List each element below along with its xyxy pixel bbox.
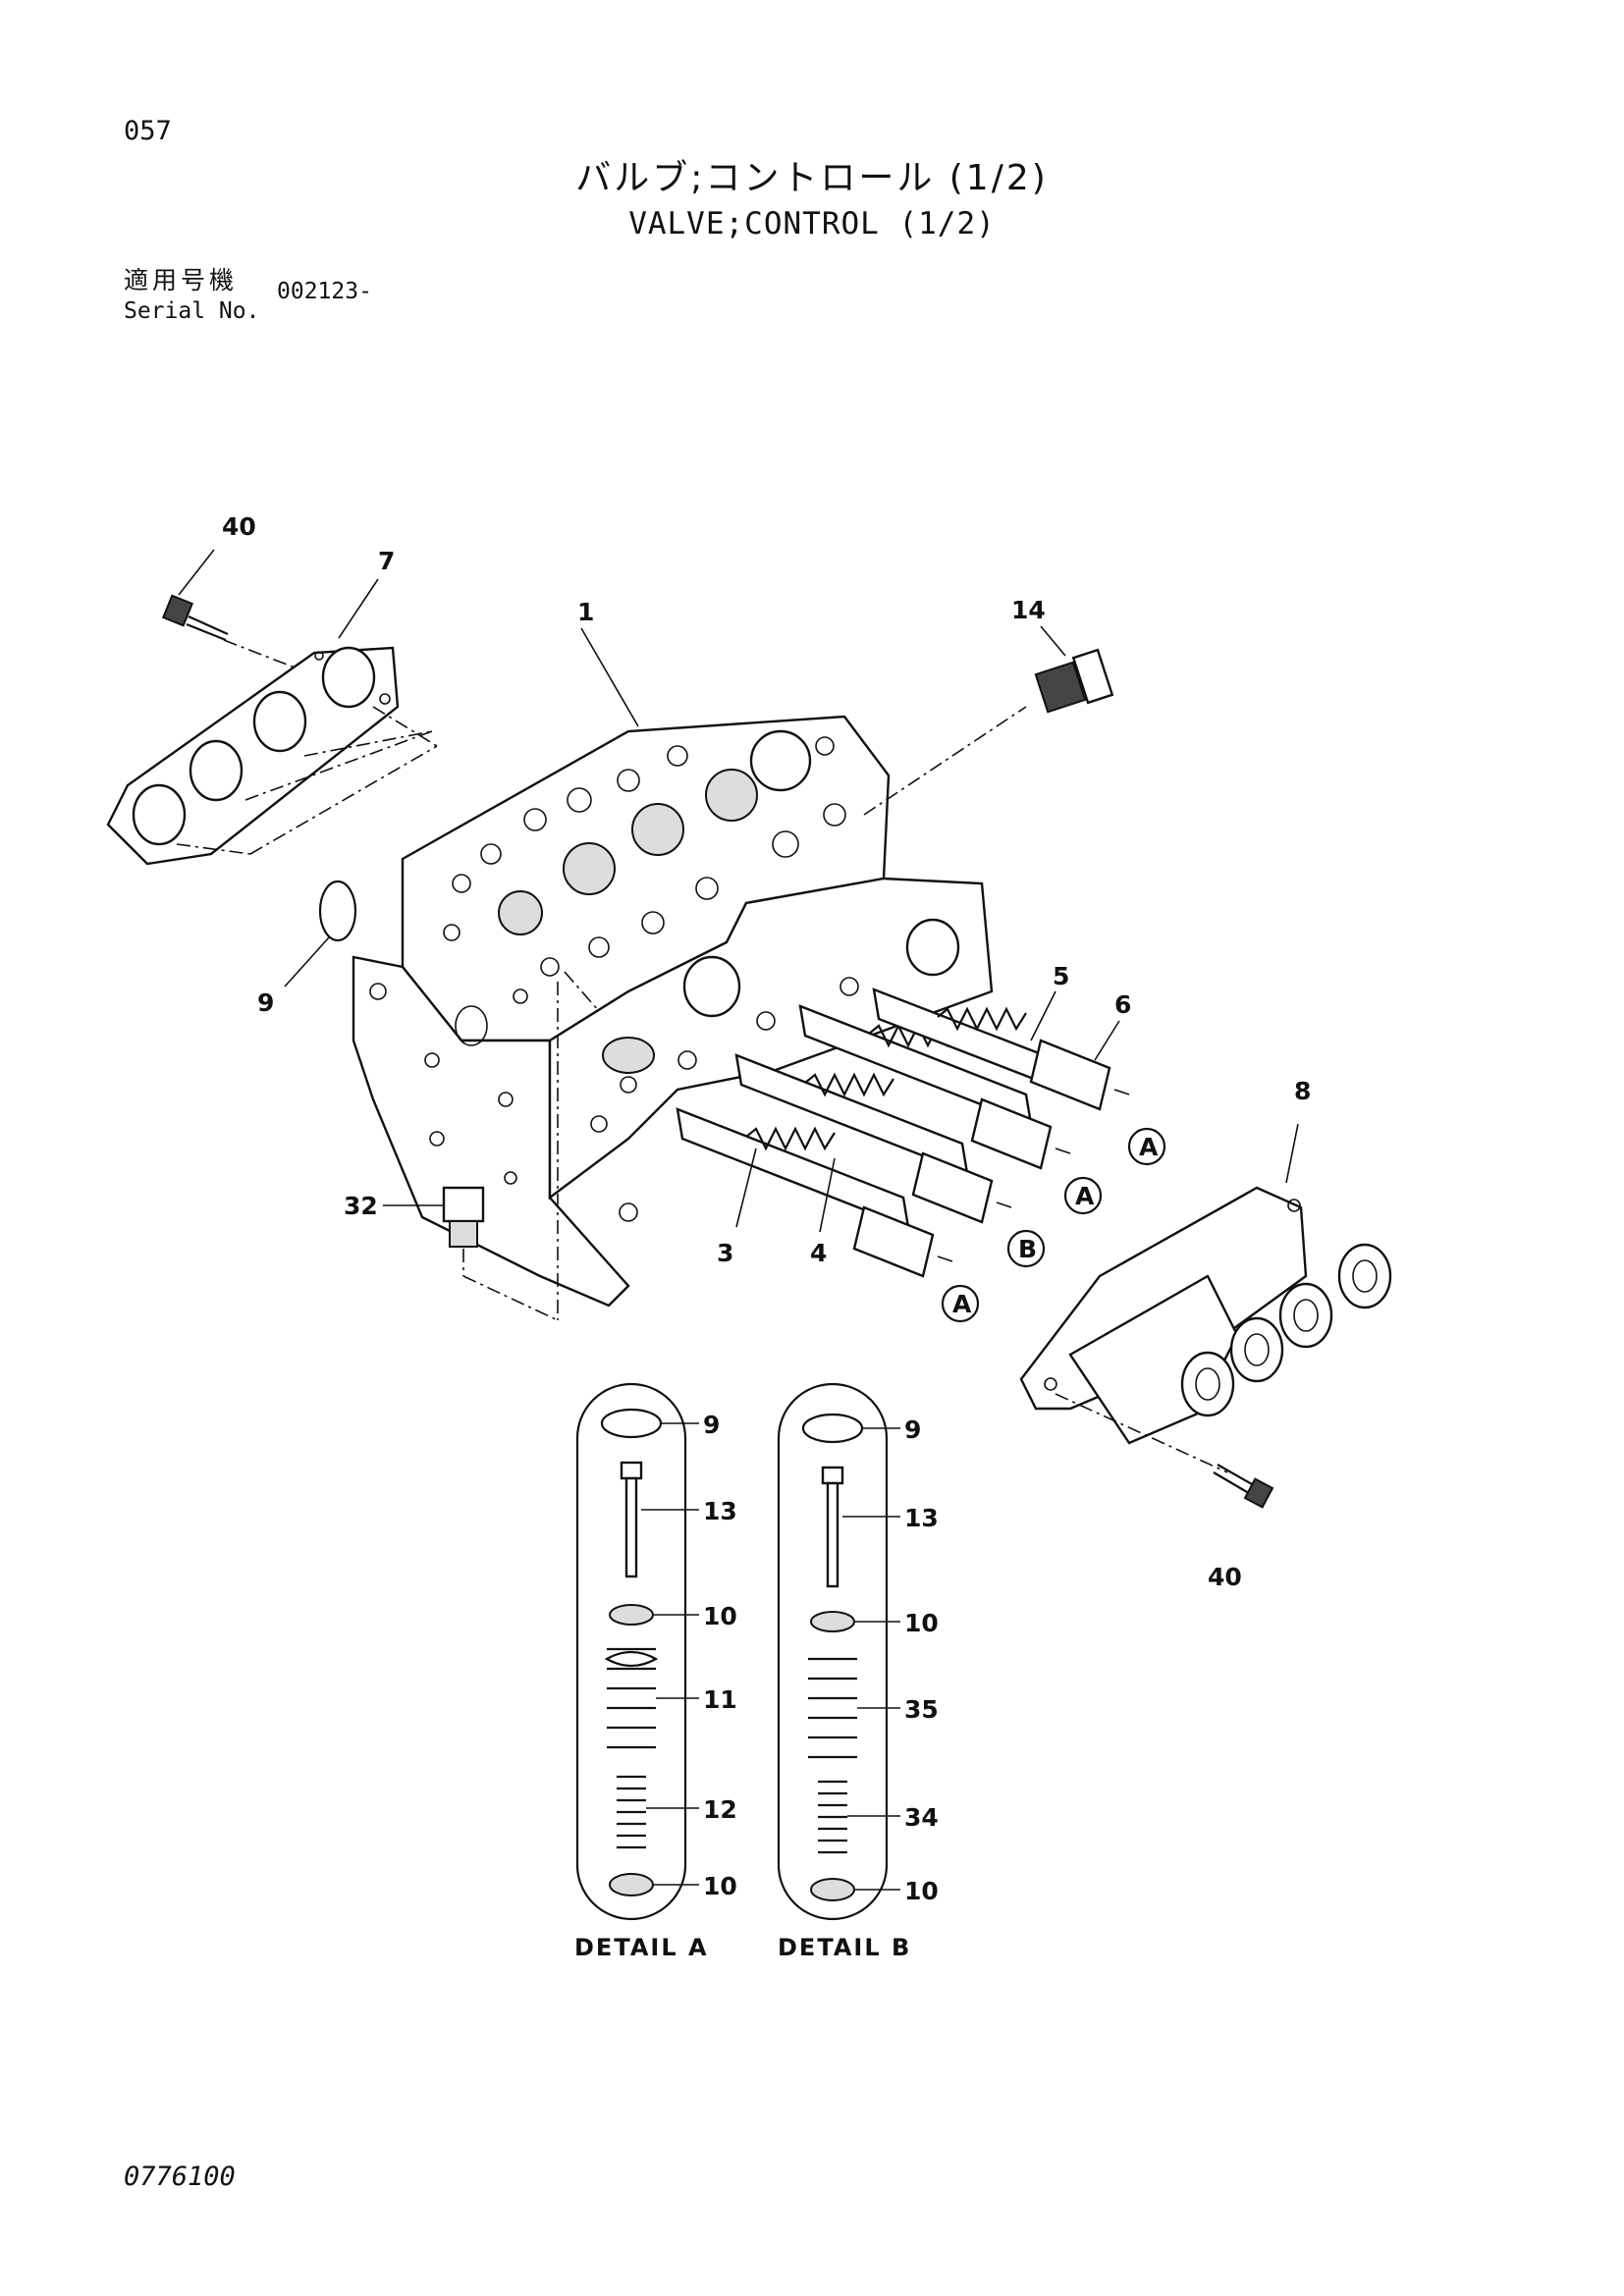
callout-14: 14 bbox=[1011, 596, 1046, 624]
detail-a-item-10-upper: 10 bbox=[703, 1602, 737, 1630]
callout-7: 7 bbox=[378, 547, 395, 575]
serial-label-japanese: 適用号機 bbox=[124, 266, 239, 294]
bolt-40-upper bbox=[162, 594, 229, 642]
detail-b-item-13: 13 bbox=[904, 1504, 939, 1532]
detail-a-title: DETAIL A bbox=[574, 1934, 709, 1961]
callout-40-lower: 40 bbox=[1208, 1563, 1242, 1591]
marker-a-1 bbox=[1127, 1127, 1166, 1166]
detail-a-item-10-lower: 10 bbox=[703, 1872, 737, 1900]
valve-body-1 bbox=[352, 715, 994, 1308]
detail-b-item-34: 34 bbox=[904, 1803, 939, 1832]
serial-label-english: Serial No. bbox=[124, 298, 260, 324]
bolt-40-lower bbox=[1213, 1464, 1274, 1509]
callout-9: 9 bbox=[257, 988, 274, 1017]
detail-a-item-13: 13 bbox=[703, 1497, 737, 1525]
detail-a: 9 13 10 11 12 10 DETAIL A bbox=[574, 1382, 737, 1961]
callout-40-upper: 40 bbox=[222, 512, 256, 541]
marker-a-2 bbox=[1063, 1176, 1103, 1215]
detail-a-item-12: 12 bbox=[703, 1795, 737, 1824]
marker-b-1 bbox=[1006, 1229, 1046, 1268]
page-number: 057 bbox=[124, 116, 172, 146]
cap-6-row bbox=[852, 1039, 1111, 1278]
marker-a-3 bbox=[941, 1284, 980, 1323]
callout-6: 6 bbox=[1114, 990, 1131, 1019]
callout-3: 3 bbox=[717, 1239, 733, 1267]
detail-b-item-35: 35 bbox=[904, 1695, 939, 1724]
callout-4: 4 bbox=[810, 1239, 827, 1267]
detail-b-item-10-lower: 10 bbox=[904, 1877, 939, 1905]
manifold-cover-7 bbox=[106, 646, 400, 866]
detail-a-item-11: 11 bbox=[703, 1685, 737, 1714]
callout-8: 8 bbox=[1294, 1077, 1311, 1105]
callout-5: 5 bbox=[1053, 962, 1069, 990]
fitting-32 bbox=[442, 1186, 485, 1248]
o-ring-9 bbox=[318, 880, 357, 942]
callout-32: 32 bbox=[344, 1192, 378, 1220]
marker-a-3-label: A bbox=[952, 1290, 972, 1318]
cover-8 bbox=[1019, 1186, 1392, 1445]
title-english: VALVE;CONTROL (1/2) bbox=[628, 206, 996, 241]
marker-b-1-label: B bbox=[1018, 1235, 1037, 1263]
marker-a-1-label: A bbox=[1139, 1133, 1159, 1161]
document-code: 0776100 bbox=[124, 2162, 236, 2192]
title-japanese: バルブ;コントロール (1/2) bbox=[575, 158, 1049, 198]
detail-b-item-10-upper: 10 bbox=[904, 1609, 939, 1637]
plug-14 bbox=[1034, 648, 1114, 714]
callout-1: 1 bbox=[577, 598, 594, 626]
detail-a-item-9: 9 bbox=[703, 1411, 720, 1439]
marker-a-2-label: A bbox=[1075, 1182, 1095, 1210]
detail-b: 9 13 10 35 34 10 DETAIL B bbox=[777, 1382, 939, 1961]
detail-b-title: DETAIL B bbox=[778, 1934, 911, 1961]
serial-number-value: 002123- bbox=[277, 279, 372, 304]
detail-b-item-9: 9 bbox=[904, 1415, 921, 1444]
